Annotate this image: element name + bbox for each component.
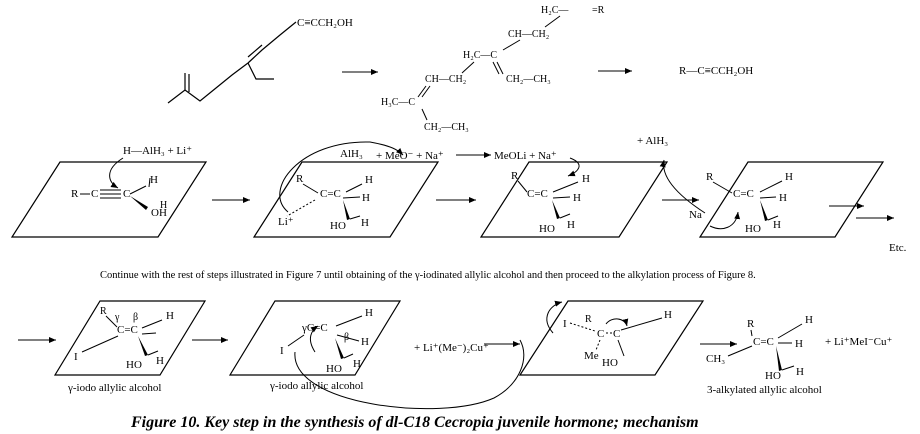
svg-text:H: H [795, 338, 803, 350]
svg-text:R: R [747, 318, 755, 330]
svg-text:HO: HO [539, 223, 555, 235]
svg-text:H: H [156, 355, 164, 367]
svg-text:C: C [123, 188, 130, 200]
svg-text:Me: Me [584, 350, 599, 362]
svg-text:H₂C—: H₂C— [541, 5, 569, 16]
byproduct: + Li⁺MeI⁻Cu⁺ [825, 336, 893, 348]
svg-text:H: H [361, 217, 369, 229]
svg-text:C=C: C=C [733, 188, 754, 200]
svg-text:γ: γ [114, 312, 120, 323]
panel-6-label: γ-iodo allylic alcohol [269, 380, 363, 392]
svg-text:HO: HO [126, 359, 142, 371]
plus-alh3: + AlH₃ [637, 135, 668, 147]
mechanism-panel-5: R γ β C=C H I HO H [53, 300, 207, 376]
alkyne-alcohol-product: R—C≡CCH₂OH [679, 65, 753, 77]
svg-text:C: C [613, 328, 620, 340]
svg-text:H: H [664, 309, 672, 321]
reagent-alh3: AlH₃ [340, 148, 363, 160]
svg-text:CH—CH₂: CH—CH₂ [425, 74, 466, 85]
svg-text:H: H [365, 174, 373, 186]
svg-text:H: H [773, 219, 781, 231]
svg-text:H: H [805, 314, 813, 326]
svg-text:HO: HO [330, 220, 346, 232]
panel-5-label: γ-iodo allylic alcohol [67, 382, 161, 394]
svg-text:H: H [362, 192, 370, 204]
mechanism-panel-3: R C=C H H HO H [479, 157, 669, 238]
mechanism-panel-2: R C=C H H Li⁺ HO H [252, 141, 440, 238]
skeletal-molecule-1 [167, 21, 297, 104]
svg-text:I: I [280, 345, 284, 357]
svg-text:R: R [585, 314, 592, 325]
svg-text:R: R [296, 173, 304, 185]
svg-text:C: C [91, 188, 98, 200]
molecule1-substituent: C≡CCH₂OH [297, 17, 353, 29]
svg-text:H: H [582, 173, 590, 185]
svg-text:R: R [100, 306, 107, 317]
svg-text:R: R [706, 171, 714, 183]
svg-text:CH₂—CH₃: CH₂—CH₃ [506, 74, 551, 85]
mechanism-panel-4: R C=C H H Na HO H [659, 159, 885, 238]
reagent-alh3-li: H—AlH₃ + Li⁺ [123, 145, 192, 157]
svg-text:H: H [353, 358, 361, 370]
svg-text:H: H [150, 174, 158, 186]
product-label: 3-alkylated allylic alcohol [707, 384, 822, 396]
svg-text:=R: =R [592, 5, 605, 16]
reagent-meo-na: + MeO⁻ + Na⁺ [376, 150, 444, 162]
svg-text:C=C: C=C [117, 324, 138, 336]
condensed-molecule-2: H₂C— =R CH—CH₂ H₂C—C CH—CH₂ CH₂—CH₃ H₃C—… [381, 5, 605, 133]
svg-text:H: H [567, 219, 575, 231]
svg-text:R: R [511, 170, 519, 182]
figure-caption: Figure 10. Key step in the synthesis of … [130, 414, 699, 431]
mechanism-panel-7: I R C C H Me HO [518, 300, 705, 376]
svg-text:C=C: C=C [320, 188, 341, 200]
svg-text:HO: HO [326, 363, 342, 375]
svg-text:Li⁺: Li⁺ [278, 216, 294, 228]
mechanism-panel-6: γC=C β H H I HO H [228, 300, 525, 410]
svg-text:C: C [597, 328, 604, 340]
etc-label: Etc. [889, 242, 907, 254]
svg-text:H: H [785, 171, 793, 183]
svg-text:H: H [365, 307, 373, 319]
svg-text:HO: HO [765, 370, 781, 382]
svg-text:β: β [133, 312, 138, 323]
svg-text:HO: HO [602, 357, 618, 369]
svg-text:CH₂—CH₃: CH₂—CH₃ [424, 122, 469, 133]
svg-text:OH: OH [151, 207, 167, 219]
svg-text:H: H [166, 310, 174, 322]
svg-text:H₂C—C: H₂C—C [463, 50, 497, 61]
svg-text:H: H [796, 366, 804, 378]
svg-text:HO: HO [745, 223, 761, 235]
svg-text:CH₃: CH₃ [706, 353, 725, 365]
svg-text:H: H [573, 192, 581, 204]
mechanism-panel-1: R C C H OH H [10, 157, 208, 238]
svg-text:R: R [71, 188, 79, 200]
svg-text:C=C: C=C [527, 188, 548, 200]
svg-text:Na: Na [689, 209, 702, 221]
svg-text:H: H [779, 192, 787, 204]
reagent-cuprate: + Li⁺(Me⁻)₂Cu⁺ [414, 342, 489, 354]
continuation-note: Continue with the rest of steps illustra… [100, 270, 756, 281]
svg-text:H: H [160, 200, 167, 211]
alkylated-product: R C=C H H CH₃ HO H [706, 314, 813, 382]
svg-text:I: I [74, 351, 78, 363]
svg-text:I: I [563, 318, 567, 330]
svg-text:C=C: C=C [753, 336, 774, 348]
svg-text:H₃C—C: H₃C—C [381, 97, 415, 108]
svg-text:γC=C: γC=C [301, 322, 328, 334]
svg-text:CH—CH₂: CH—CH₂ [508, 29, 549, 40]
svg-text:H: H [361, 336, 369, 348]
product-meoli-na: MeOLi + Na⁺ [494, 150, 557, 162]
